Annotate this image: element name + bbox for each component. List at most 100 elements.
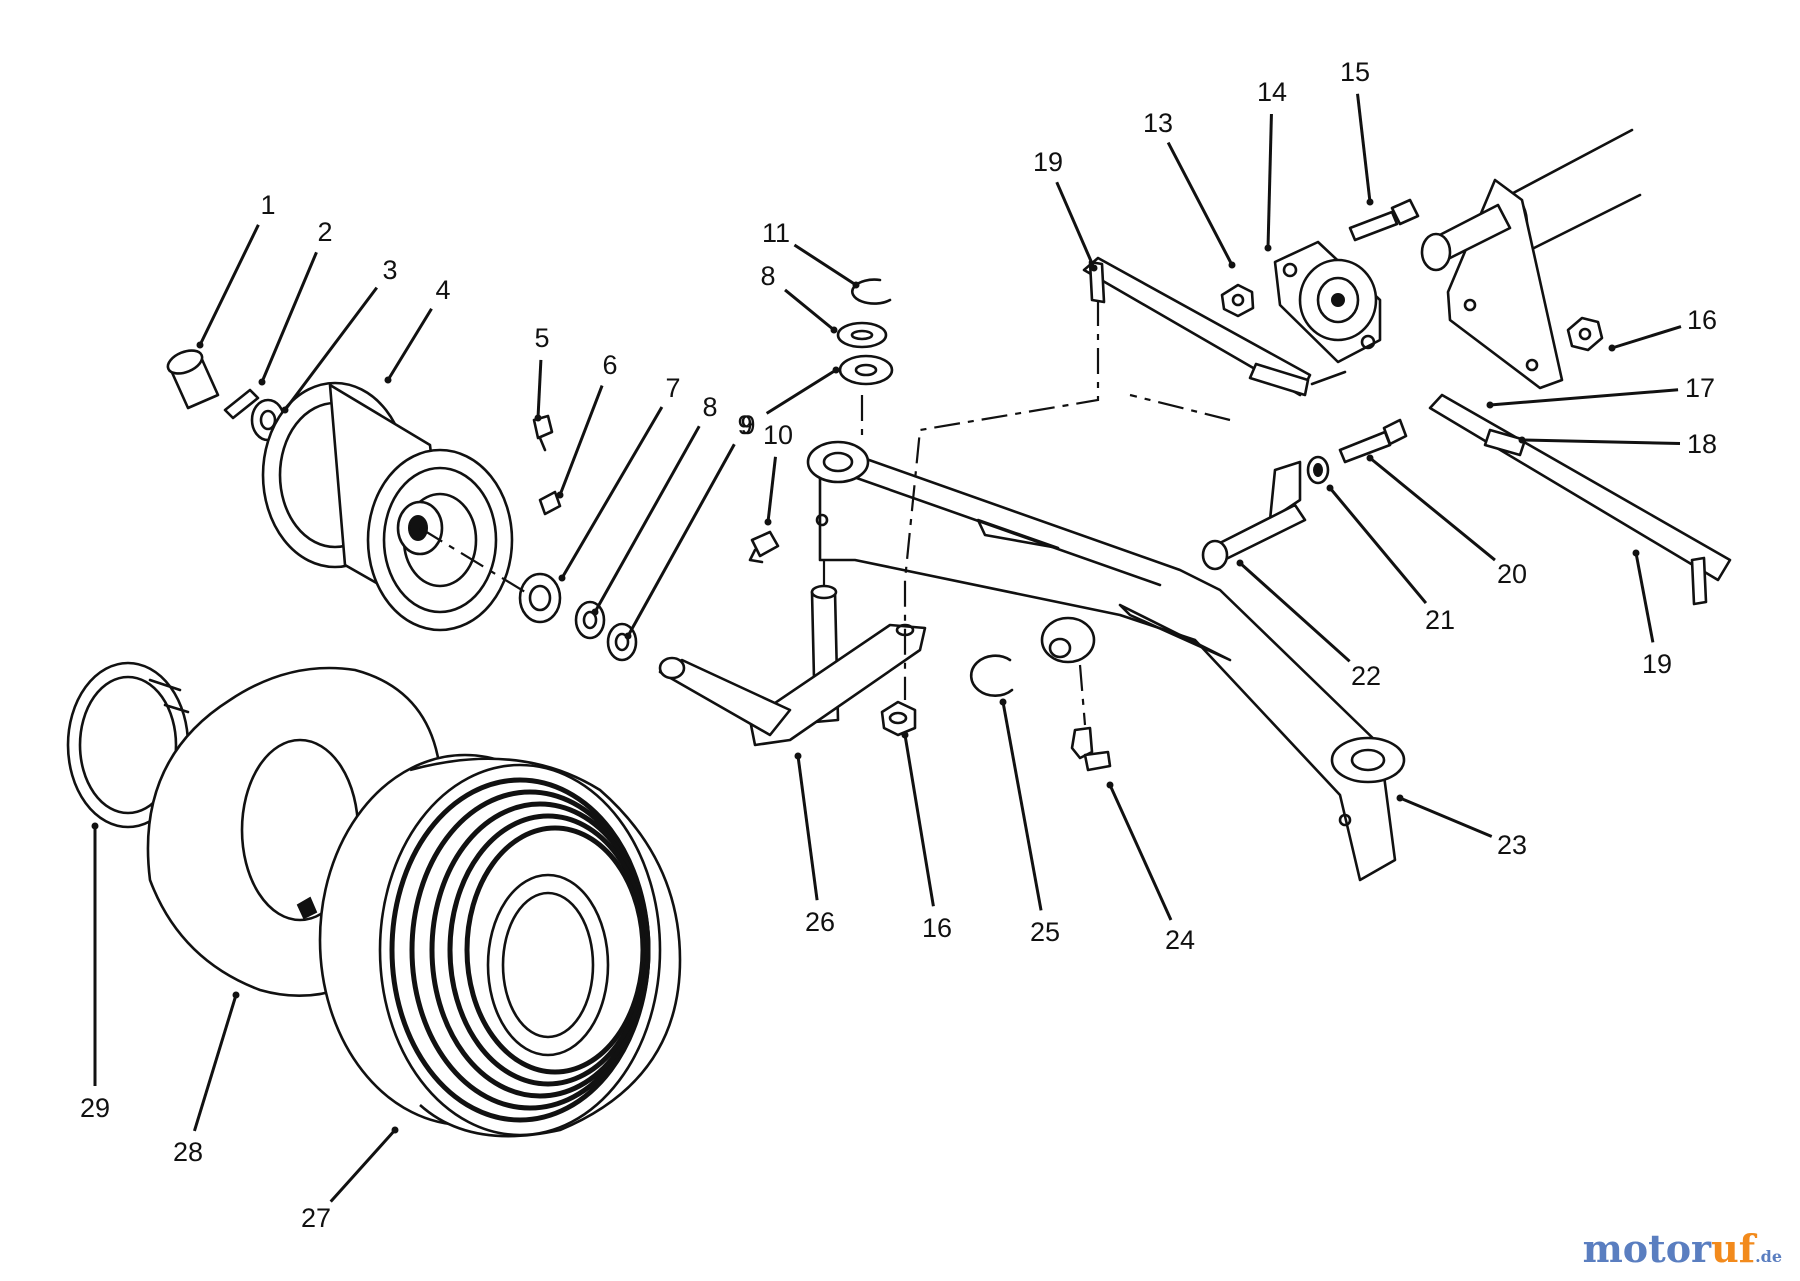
callout-leader-tip [830,326,838,334]
hub-axis-guide [419,527,531,596]
callout-label: 4 [435,275,450,305]
alignment-guide [903,300,1100,700]
bearing-flange [1273,240,1382,364]
washer-8 [574,600,606,640]
callout-leader [1166,141,1234,266]
callout-label: 23 [1497,830,1527,860]
callout-label: 6 [602,350,617,380]
callout-leader-tip [384,376,392,384]
callout-leader-tip [91,822,99,830]
callout-leader-tip [1366,454,1374,462]
callout-label: 27 [301,1203,331,1233]
callout-leader-tip [1632,549,1640,557]
callout-leader [1489,388,1679,407]
callout-leader-tip [1236,559,1244,567]
callout-leader [560,406,664,579]
callout-leader-tip [901,731,909,739]
callout-label: 17 [1685,373,1715,403]
callout-label: 8 [702,392,717,422]
callout-label: 13 [1143,108,1173,138]
callout-leader [766,456,777,523]
callout-leader-tip [1326,484,1334,492]
callout-label: 22 [1351,661,1381,691]
bolt-20 [1338,418,1408,464]
callout-label: 7 [665,373,680,403]
callout-label: 18 [1687,429,1717,459]
retaining-ring-25 [969,654,1014,697]
callout-leader [192,994,238,1132]
watermark-brand-main: motor [1582,1226,1712,1271]
callout-label: 9 [740,410,755,440]
grease-fitting-10 [748,530,780,564]
callout-leader-tip [1106,781,1114,789]
callout-leader-tip [391,1126,399,1134]
watermark-tld: .de [1755,1247,1782,1266]
callout-leader-tip [558,574,566,582]
callout-leader-tip [1366,198,1374,206]
callout-label: 15 [1340,57,1370,87]
nut-13 [1220,283,1255,318]
callout-label: 2 [317,217,332,247]
bolt-6 [538,490,562,516]
callout-leader [1055,181,1096,269]
callout-leader [1369,456,1496,562]
callout-leader-tip [852,281,860,289]
pin-2 [223,388,260,420]
callout-leader-tip [1486,401,1494,409]
callout-leader [536,359,543,419]
valve-stem-5 [532,414,554,452]
callout-label: 24 [1165,925,1195,955]
callout-leader-tip [1518,436,1526,444]
callout-label: 25 [1030,917,1060,947]
callout-leader-tip [764,518,772,526]
callout-leader-tip [591,608,599,616]
callout-leader [558,384,604,496]
bushing-1 [166,349,220,410]
callout-label: 8 [760,261,775,291]
bearing-7 [518,572,562,624]
a-frame-axle [806,440,1406,882]
watermark-brand-accent: uf [1711,1226,1756,1271]
callout-leader [1634,552,1655,643]
callout-leader-tip [1608,344,1616,352]
callout-leader-tip [258,378,266,386]
callout-leader [626,443,736,637]
callout-leader-tip [556,491,564,499]
callout-leader-tip [794,752,802,760]
callout-label: 16 [1687,305,1717,335]
watermark-logo: motoruf.de [1583,1226,1782,1271]
tie-rod-lower [1428,393,1732,606]
callout-leader-tip [1396,794,1404,802]
nut-16-lower [880,700,917,737]
callout-leader-tip [534,414,542,422]
callout-leader [198,224,260,346]
callout-label: 5 [534,323,549,353]
callout-leader-tip [281,406,289,414]
callout-leader [1001,701,1043,911]
callout-label: 29 [80,1093,110,1123]
washer-9-upper [838,354,894,386]
frame-plate [1446,178,1564,390]
callout-leader [1266,113,1273,249]
bolt-15 [1348,198,1420,242]
nut-16-right [1566,316,1604,352]
washer-8-upper [836,321,888,349]
callout-leader-tip [232,991,240,999]
callout-leader [784,288,835,332]
callout-label: 10 [763,420,793,450]
callout-label: 3 [382,255,397,285]
callout-label: 16 [922,913,952,943]
callout-label: 28 [173,1137,203,1167]
callout-leader-tip [999,698,1007,706]
callout-leader-tip [1090,264,1098,272]
callout-leader [593,425,701,613]
grease-fitting-24 [1070,726,1112,772]
callout-leader-tip [196,341,204,349]
callout-leader [793,243,857,287]
washer-21 [1306,455,1330,485]
tie-rod-upper [1082,256,1347,397]
callout-leader [796,755,819,901]
callout-leader [903,734,935,907]
